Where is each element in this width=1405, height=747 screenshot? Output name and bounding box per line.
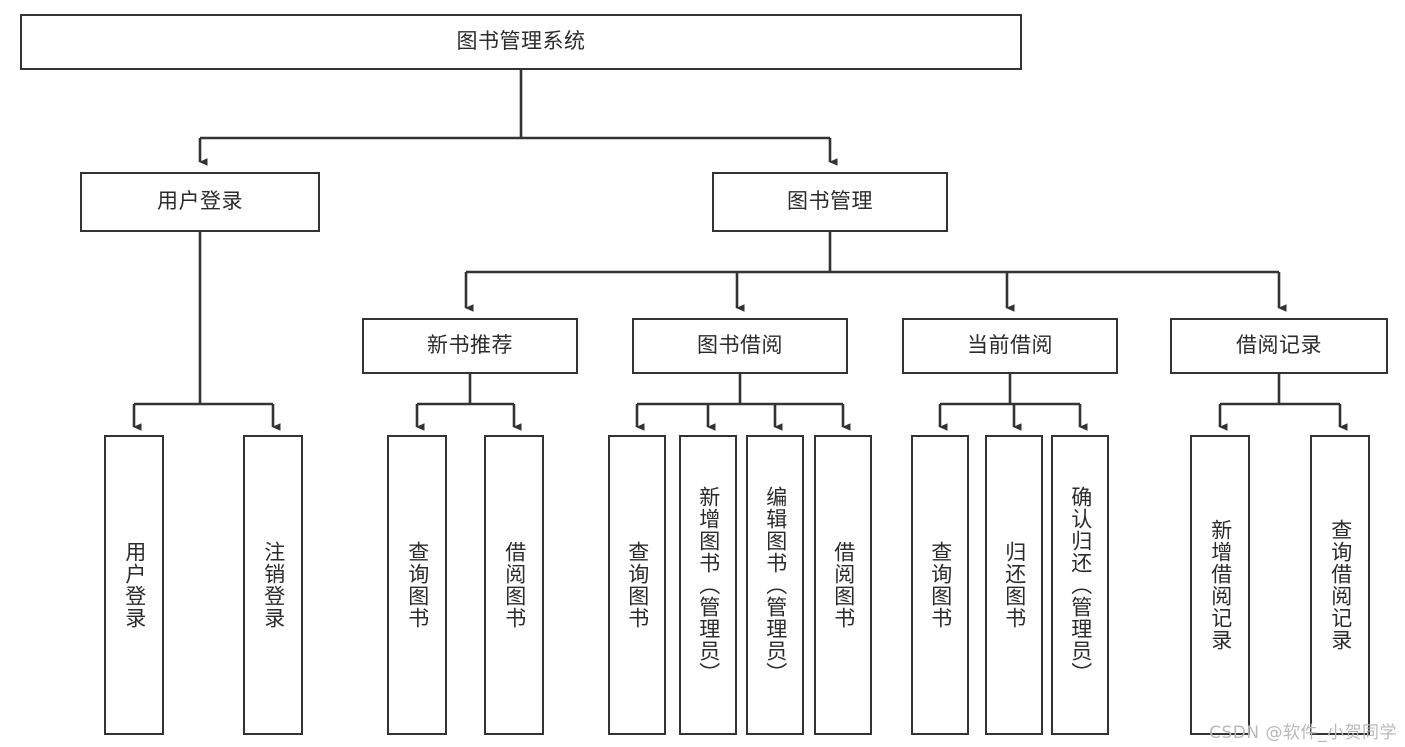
node-user-login[interactable]: 用户登录: [80, 172, 320, 232]
node-leaf-logout[interactable]: 注销登录: [243, 435, 303, 735]
node-label: 图书借阅: [697, 333, 783, 358]
node-borrow-record[interactable]: 借阅记录: [1170, 318, 1388, 374]
node-leaf-borrow-book-newbook[interactable]: 借阅图书: [484, 435, 544, 735]
node-leaf-query-book-newbook[interactable]: 查询图书: [387, 435, 447, 735]
node-label: 借阅图书: [831, 541, 856, 629]
node-leaf-query-book-current[interactable]: 查询图书: [911, 435, 969, 735]
node-leaf-query-book-borrow[interactable]: 查询图书: [608, 435, 666, 735]
node-current-borrow[interactable]: 当前借阅: [902, 318, 1118, 374]
node-label: 编辑图书（管理员）: [763, 486, 788, 684]
node-label: 查询图书: [625, 541, 650, 629]
node-label: 查询图书: [928, 541, 953, 629]
node-leaf-query-borrow-record[interactable]: 查询借阅记录: [1310, 435, 1370, 735]
node-label: 查询图书: [405, 541, 430, 629]
node-label: 用户登录: [122, 541, 147, 629]
node-label: 图书管理: [787, 189, 873, 214]
node-label: 图书管理系统: [456, 29, 586, 54]
node-book-borrow[interactable]: 图书借阅: [632, 318, 848, 374]
node-root-system[interactable]: 图书管理系统: [20, 14, 1022, 70]
node-leaf-add-book-admin[interactable]: 新增图书（管理员）: [679, 435, 737, 735]
node-leaf-return-book[interactable]: 归还图书: [985, 435, 1043, 735]
node-leaf-confirm-return-admin[interactable]: 确认归还（管理员）: [1051, 435, 1109, 735]
node-label: 查询借阅记录: [1328, 519, 1353, 651]
node-label: 新增图书（管理员）: [696, 486, 721, 684]
node-label: 新书推荐: [427, 333, 513, 358]
node-leaf-add-borrow-record[interactable]: 新增借阅记录: [1190, 435, 1250, 735]
node-leaf-edit-book-admin[interactable]: 编辑图书（管理员）: [746, 435, 804, 735]
node-label: 借阅记录: [1236, 333, 1322, 358]
node-label: 注销登录: [261, 541, 286, 629]
node-book-management[interactable]: 图书管理: [712, 172, 948, 232]
node-label: 借阅图书: [502, 541, 527, 629]
node-new-book-recommend[interactable]: 新书推荐: [362, 318, 578, 374]
node-leaf-user-login[interactable]: 用户登录: [104, 435, 164, 735]
node-label: 用户登录: [157, 189, 243, 214]
node-label: 归还图书: [1002, 541, 1027, 629]
node-label: 确认归还（管理员）: [1068, 486, 1093, 684]
node-label: 新增借阅记录: [1208, 519, 1233, 651]
node-leaf-lend-book[interactable]: 借阅图书: [814, 435, 872, 735]
node-label: 当前借阅: [967, 333, 1053, 358]
